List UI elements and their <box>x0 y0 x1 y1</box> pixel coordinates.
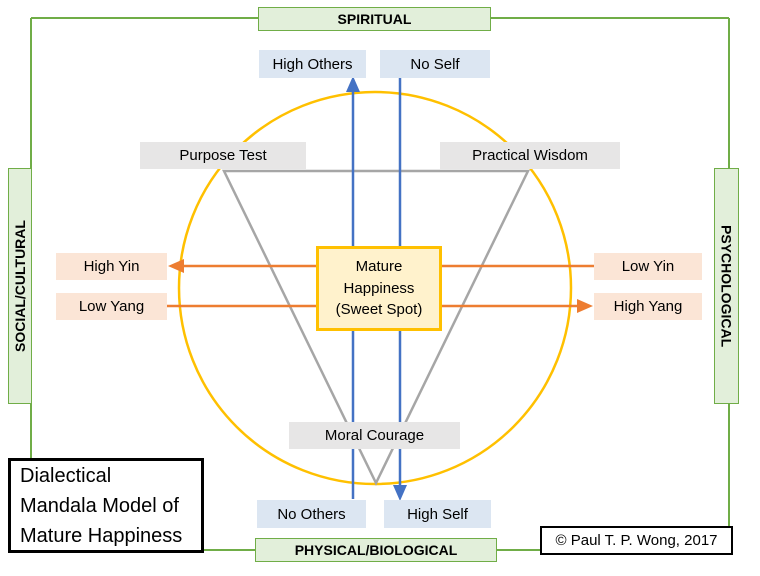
title-line-3: Mature Happiness <box>20 524 183 547</box>
mandala-circle <box>177 90 573 486</box>
label-practical-wisdom: Practical Wisdom <box>440 142 620 169</box>
label-high-self: High Self <box>384 500 491 528</box>
label-high-yin: High Yin <box>56 253 167 280</box>
center-line-2: Happiness <box>343 279 415 297</box>
center-line-1: Mature <box>355 257 403 275</box>
yin-arrow-head <box>168 259 184 273</box>
label-moral-courage: Moral Courage <box>289 422 460 449</box>
title-line-2: Mandala Model of <box>20 494 179 517</box>
center-line-3: (Sweet Spot) <box>335 301 423 319</box>
label-purpose-test: Purpose Test <box>140 142 306 169</box>
label-low-yang: Low Yang <box>56 293 167 320</box>
diagram-title-box: Dialectical Mandala Model of Mature Happ… <box>8 458 204 553</box>
label-spiritual: SPIRITUAL <box>258 7 491 31</box>
label-no-self: No Self <box>380 50 490 78</box>
center-mature-happiness-box: Mature Happiness (Sweet Spot) <box>316 246 442 331</box>
virtue-triangle <box>222 169 530 486</box>
label-psychological: PSYCHOLOGICAL <box>714 168 739 404</box>
yang-arrow-head <box>577 299 593 313</box>
label-physical-biological: PHYSICAL/BIOLOGICAL <box>255 538 497 562</box>
copyright-box: © Paul T. P. Wong, 2017 <box>540 526 733 555</box>
label-high-others: High Others <box>259 50 366 78</box>
others-arrow-head <box>346 76 360 92</box>
title-line-1: Dialectical <box>20 464 112 487</box>
self-arrow-head <box>393 485 407 501</box>
label-no-others: No Others <box>257 500 366 528</box>
label-high-yang: High Yang <box>594 293 702 320</box>
label-social-cultural: SOCIAL/CULTURAL <box>8 168 32 404</box>
label-low-yin: Low Yin <box>594 253 702 280</box>
